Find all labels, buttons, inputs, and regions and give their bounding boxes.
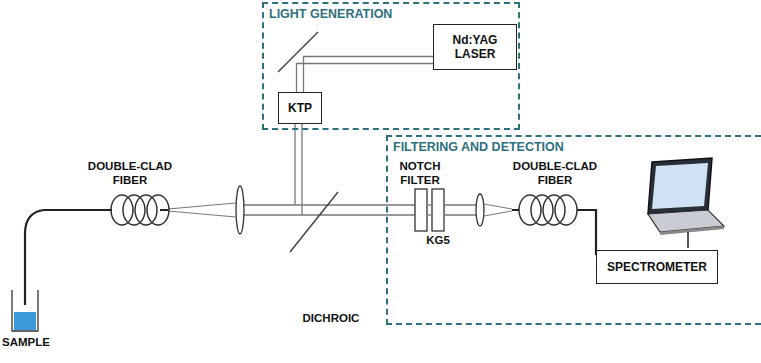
notch-filter xyxy=(415,189,427,231)
laptop-icon xyxy=(648,158,724,235)
lens xyxy=(236,186,244,234)
crystal-box: KTP xyxy=(278,92,322,124)
cable xyxy=(687,232,689,248)
laser-box: Nd:YAG LASER xyxy=(433,24,517,70)
box-label: SPECTROMETER xyxy=(607,260,707,274)
filter-label: KG5 xyxy=(418,234,458,248)
fiber-label: DOUBLE-CLAD FIBER xyxy=(80,160,180,188)
focus-cone xyxy=(168,203,236,209)
dichroic-mirror xyxy=(290,192,338,252)
spectrometer-box: SPECTROMETER xyxy=(596,250,718,284)
focus-cone xyxy=(484,211,512,216)
beam xyxy=(444,204,478,205)
box-label: Nd:YAG LASER xyxy=(434,33,516,62)
laser-beam xyxy=(297,57,434,93)
fiber-coil xyxy=(519,195,577,225)
focus-cone xyxy=(168,211,236,217)
filter-label: NOTCH FILTER xyxy=(390,160,450,188)
box-label: KTP xyxy=(288,101,312,115)
beaker xyxy=(12,290,38,331)
fiber xyxy=(512,210,596,255)
focus-cone xyxy=(484,204,512,209)
region-title: FILTERING AND DETECTION xyxy=(393,140,564,154)
beam xyxy=(240,214,415,215)
beam xyxy=(444,214,478,215)
beam xyxy=(301,122,302,215)
kg5-filter xyxy=(432,189,444,231)
region-title: LIGHT GENERATION xyxy=(269,7,392,21)
group-region: LIGHT GENERATION Nd:YAG LASER KTP xyxy=(262,2,520,130)
fiber xyxy=(25,210,168,305)
dichroic-label: DICHROIC xyxy=(296,312,366,326)
fiber-label: DOUBLE-CLAD FIBER xyxy=(505,160,605,188)
beam xyxy=(294,122,295,205)
mirror xyxy=(278,32,318,72)
sample-label: SAMPLE xyxy=(0,336,52,350)
lens xyxy=(476,194,484,226)
sample-liquid xyxy=(14,312,36,330)
